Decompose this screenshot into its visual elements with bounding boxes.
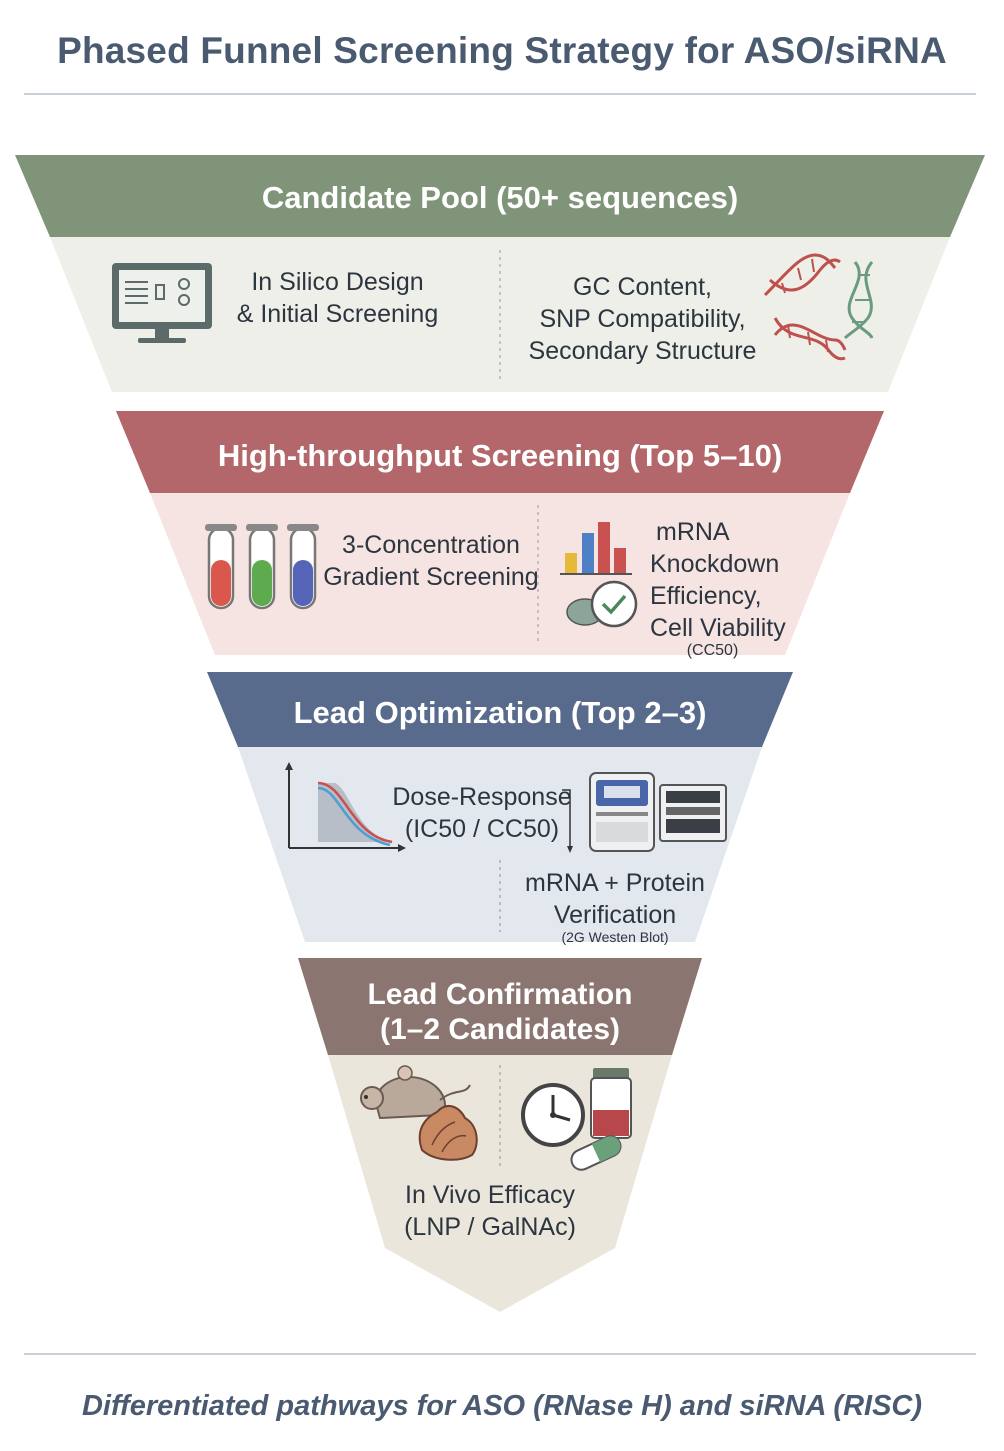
stage-2-right-text: mRNA Knockdown Efficiency, Cell Viabilit… (650, 516, 800, 644)
stage-1-right-text: GC Content, SNP Compatibility, Secondary… (520, 271, 765, 367)
stage-2-right-line-1: mRNA (656, 518, 730, 546)
stage-3-right-note: (2G Westen Blot) (561, 929, 669, 945)
stage-1-right-line-3: Secondary Structure (528, 337, 757, 365)
test-tubes-icon (205, 524, 319, 610)
stage-2-left-line-1: 3-Concentration (342, 531, 520, 559)
stage-3-header-band (207, 672, 793, 747)
stage-4-body-line-1: In Vivo Efficacy (405, 1181, 575, 1209)
bar-chart-check-icon (560, 522, 638, 628)
dose-response-graph-icon (285, 762, 573, 853)
stage-3-left-line-1: Dose-Response (392, 783, 572, 811)
stage-4-header-band (298, 958, 702, 1055)
stage-1-left-text: In Silico Design & Initial Screening (210, 266, 465, 330)
stage-3-left-line-2: (IC50 / CC50) (404, 815, 560, 843)
stage-4-body (328, 1055, 672, 1312)
page-title: Phased Funnel Screening Strategy for ASO… (57, 30, 947, 71)
stage-4-header-line-2: (1–2 Candidates) (379, 1013, 621, 1046)
stage-2-right-line-2: Knockdown (650, 550, 780, 578)
dna-helix-icon (763, 253, 874, 361)
stage-4-header: Lead Confirmation (1–2 Candidates) (298, 977, 702, 1047)
stage-3-right-line-2: Verification (553, 901, 677, 929)
monitor-icon (112, 263, 212, 343)
stage-3-right-text: mRNA + Protein Verification (510, 867, 720, 931)
stage-1-left-line-2: & Initial Screening (236, 300, 439, 328)
stage-2-right-note: (CC50) (686, 642, 739, 659)
stage-3-right-line-1: mRNA + Protein (525, 869, 705, 897)
clock-icon (521, 1083, 585, 1147)
stage-1-left-line-1: In Silico Design (251, 268, 424, 296)
stage-2-left-text: 3-Concentration Gradient Screening (322, 529, 540, 593)
stage-2-right-line-4: Cell Viability (650, 614, 786, 642)
stage-2-header-band (116, 411, 884, 493)
stage-1-right-line-1: GC Content, (573, 273, 712, 301)
stage-2-right-line-3: Efficiency, (650, 582, 762, 610)
liver-organ-icon (418, 1104, 478, 1161)
stage-1-header-band (15, 155, 985, 237)
stage-1-right-line-2: SNP Compatibility, (539, 305, 746, 333)
stage-4-body-text: In Vivo Efficacy (LNP / GalNAc) (370, 1179, 610, 1243)
bottom-divider (24, 1353, 976, 1355)
lab-instrument-icon (589, 772, 727, 852)
stage-3-header: Lead Optimization (Top 2–3) (293, 695, 707, 730)
stage-4-body-line-2: (LNP / GalNAc) (404, 1213, 576, 1241)
stage-4-header-line-1: Lead Confirmation (367, 978, 633, 1011)
stage-1-header: Candidate Pool (50+ sequences) (261, 180, 739, 215)
vial-capsule-icon (570, 1068, 632, 1171)
top-divider (24, 93, 976, 95)
stage-2-body (150, 493, 850, 655)
stage-2-left-line-2: Gradient Screening (323, 563, 539, 591)
stage-3-left-text: Dose-Response (IC50 / CC50) (392, 781, 572, 845)
footer-caption: Differentiated pathways for ASO (RNase H… (81, 1390, 923, 1422)
stage-2-header: High-throughput Screening (Top 5–10) (217, 438, 783, 473)
